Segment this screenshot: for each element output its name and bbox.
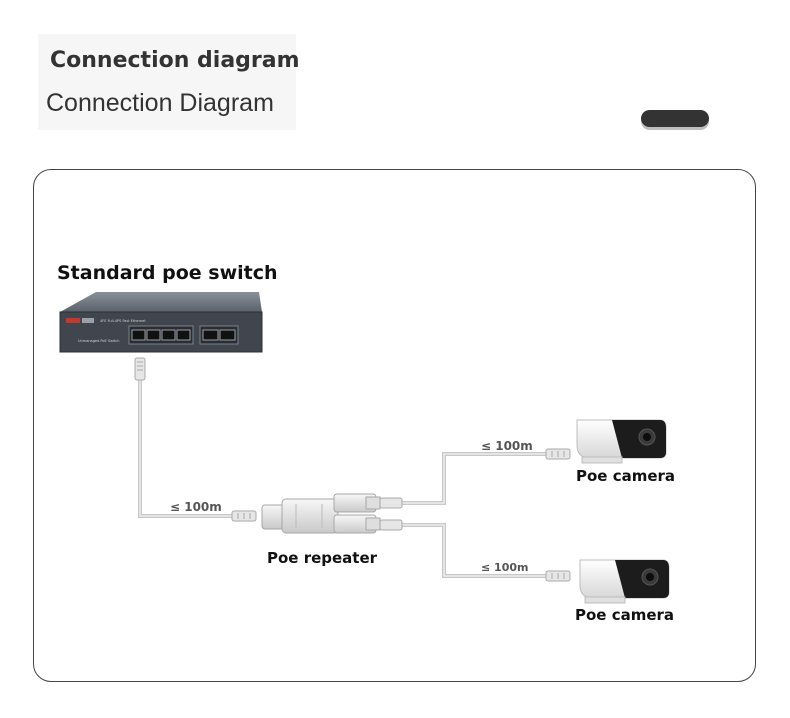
decorative-pill	[641, 110, 709, 127]
rj45-plug-camera-bottom	[545, 570, 571, 582]
poe-switch-device: 4FE Full-4PS Fast Ethernet Unmanaged PoE…	[59, 292, 263, 353]
poe-camera-top-device	[576, 419, 667, 464]
camera-bottom-label: Poe camera	[575, 606, 675, 624]
distance-label-camera-top: ≤ 100m	[481, 439, 533, 453]
repeater-label: Poe repeater	[267, 549, 378, 567]
switch-label: Standard poe switch	[57, 262, 278, 284]
cable-repeater-to-camera-bottom	[400, 523, 546, 578]
svg-text:4FE Full-4PS Fast Ethernet: 4FE Full-4PS Fast Ethernet	[100, 319, 146, 323]
header-background	[38, 34, 296, 130]
poe-repeater-device	[261, 493, 381, 534]
camera-top-label: Poe camera	[576, 467, 676, 485]
page-subtitle: Connection Diagram	[46, 89, 274, 117]
cable-switch-to-repeater	[138, 378, 242, 518]
rj45-plug-repeater-input	[231, 510, 257, 522]
cable-repeater-to-camera-top	[400, 452, 546, 505]
rj45-plug-switch	[134, 357, 146, 381]
distance-label-camera-bottom: ≤ 100m	[481, 561, 529, 574]
page-title: Connection diagram	[50, 48, 300, 73]
svg-text:Unmanaged PoE Switch: Unmanaged PoE Switch	[78, 339, 119, 343]
poe-camera-bottom-device	[579, 559, 670, 604]
rj45-plug-camera-top	[545, 448, 571, 460]
rj45-plug-repeater-outputs	[379, 497, 403, 531]
distance-label-switch-repeater: ≤ 100m	[170, 500, 222, 514]
